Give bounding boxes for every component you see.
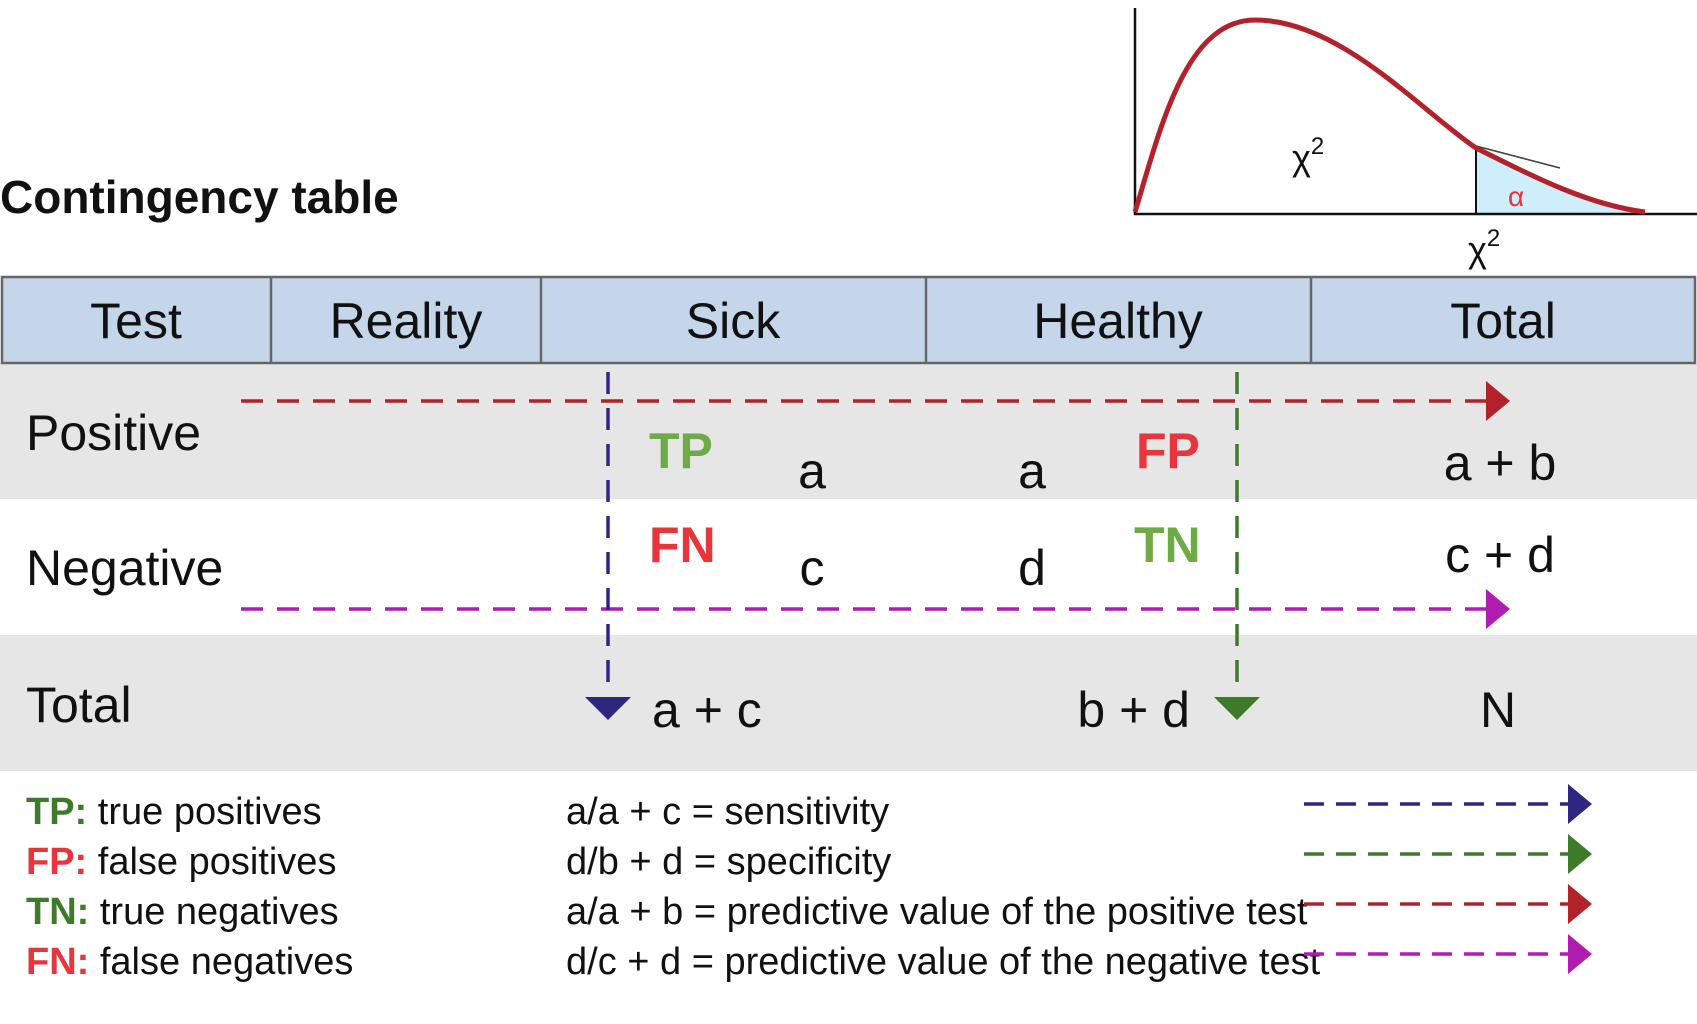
legend-text: false negatives xyxy=(89,941,353,983)
row-label: Negative xyxy=(26,540,223,596)
arrow-ppv-row-head xyxy=(1486,381,1510,421)
chi-center-exp: 2 xyxy=(1311,133,1324,160)
tp-tag: TP xyxy=(649,423,713,479)
fp-tag: FP xyxy=(1136,423,1200,479)
chi-square-chart: χ2 χ2 α xyxy=(1132,8,1697,270)
row-total: Total a + c b + d N xyxy=(26,677,1516,738)
header-healthy: Healthy xyxy=(1033,293,1203,349)
chi-center-label: χ2 xyxy=(1292,133,1324,178)
healthy-total: b + d xyxy=(1077,682,1190,738)
legend-abbr: TN: xyxy=(26,891,89,933)
formula-arrow-head xyxy=(1568,934,1592,974)
tn-tag: TN xyxy=(1134,517,1201,573)
chi-square-curve xyxy=(1132,17,1646,215)
cell-value: c xyxy=(800,540,825,596)
formulas: a/a + c = sensitivity d/b + d = specifici… xyxy=(566,784,1592,983)
legend-text: true positives xyxy=(87,791,321,833)
alpha-label: α xyxy=(1508,181,1524,212)
chi-critical-base: χ xyxy=(1468,229,1487,270)
header-test: Test xyxy=(90,293,182,349)
legend-item: TN: true negatives xyxy=(26,891,339,933)
chi-center-base: χ xyxy=(1292,137,1311,178)
arrow-specificity-col-head xyxy=(1214,697,1260,720)
row-negative: Negative FN c d TN c + d xyxy=(26,517,1555,596)
legend-item: FP: false positives xyxy=(26,841,336,883)
formula-text: a/a + c = sensitivity xyxy=(566,791,889,833)
chi-critical-exp: 2 xyxy=(1487,225,1500,252)
row-total: a + b xyxy=(1444,435,1557,491)
row-label: Total xyxy=(26,677,132,733)
cell-value: a xyxy=(1018,443,1046,499)
formula-text: d/b + d = specificity xyxy=(566,841,891,883)
arrow-sensitivity-col-head xyxy=(585,697,631,720)
row-total-bg xyxy=(0,635,1697,771)
grand-total: N xyxy=(1480,682,1516,738)
row-total: c + d xyxy=(1445,527,1555,583)
formula-text: d/c + d = predictive value of the negati… xyxy=(566,941,1321,983)
page-title: Contingency table xyxy=(0,171,399,223)
legend-text: false positives xyxy=(87,841,336,883)
fn-tag: FN xyxy=(649,517,716,573)
legend-abbr: FN: xyxy=(26,941,89,983)
table-arrows xyxy=(241,372,1510,720)
header-reality: Reality xyxy=(330,293,483,349)
tail-tangent xyxy=(1475,145,1561,169)
cell-value: d xyxy=(1018,540,1046,596)
header-sick: Sick xyxy=(686,293,781,349)
row-positive-bg xyxy=(0,363,1697,499)
legend-item: TP: true positives xyxy=(26,791,322,833)
legend-text: true negatives xyxy=(89,891,338,933)
cell-value: a xyxy=(798,443,826,499)
legend-abbr: TP: xyxy=(26,791,87,833)
formula-arrow-head xyxy=(1568,784,1592,824)
table-header: Test Reality Sick Healthy Total xyxy=(0,275,1697,365)
chi-critical-label: χ2 xyxy=(1468,225,1500,270)
legend-abbr: FP: xyxy=(26,841,87,883)
row-label: Positive xyxy=(26,405,201,461)
formula-text: a/a + b = predictive value of the positi… xyxy=(566,891,1308,933)
row-positive: Positive TP a a FP a + b xyxy=(26,405,1556,499)
arrow-npv-row-head xyxy=(1486,589,1510,629)
sick-total: a + c xyxy=(652,682,762,738)
legend-item: FN: false negatives xyxy=(26,941,353,983)
formula-arrow-head xyxy=(1568,884,1592,924)
header-total: Total xyxy=(1450,293,1556,349)
formula-arrow-head xyxy=(1568,834,1592,874)
alpha-region xyxy=(1476,148,1645,214)
